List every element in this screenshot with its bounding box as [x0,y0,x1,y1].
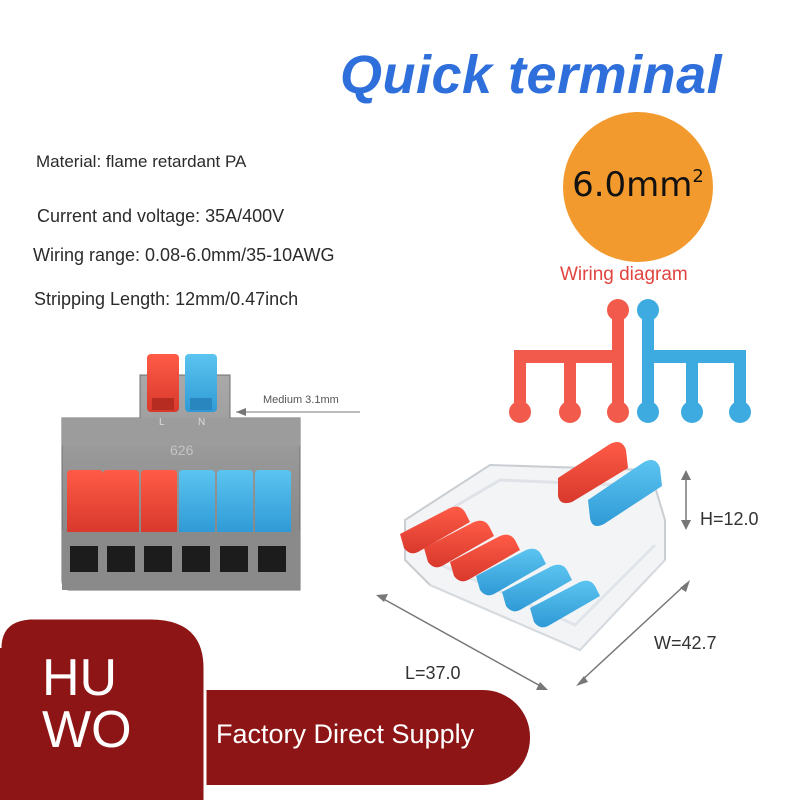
diagram-blue-branch [637,299,751,423]
brand-logo-text: HU WO [42,652,172,756]
angled-lever-blue-3 [530,580,600,628]
angled-lever-red-1 [400,506,470,554]
front-lever-red-3 [141,470,177,532]
rear-lever-blue [588,460,662,526]
size-unit-sup: 2 [692,166,704,187]
front-lever-blue-2 [217,470,253,532]
top-lever-red [147,354,179,412]
size-badge [563,112,713,262]
lever-label-l: L [159,417,165,428]
length-arrow [376,594,548,690]
rear-lever-red [558,442,628,504]
medium-arrow [236,408,360,416]
width-arrow [576,580,690,686]
wiring-diagram [509,299,751,423]
spec-material: Material: flame retardant PA [36,152,247,171]
angled-lever-blue-2 [502,564,572,612]
spec-stripping-length: Stripping Length: 12mm/0.47inch [34,289,299,309]
spec-current-voltage: Current and voltage: 35A/400V [37,206,285,226]
wire-holes [70,546,286,572]
angled-lever-red-2 [424,520,494,568]
dimension-length: L=37.0 [405,663,461,683]
lever-label-n: N [198,417,205,428]
front-lever-blue-3 [255,470,291,532]
angled-lever-red-3 [450,534,520,582]
spec-wiring-range: Wiring range: 0.08-6.0mm/35-10AWG [33,245,335,265]
tagline-pill [150,690,530,785]
wiring-diagram-label: Wiring diagram [560,264,688,285]
front-lever-red-1 [67,470,103,532]
connector-3d-view [376,442,691,690]
page-title: Quick terminal [340,45,723,105]
top-lever-blue [185,354,217,412]
height-arrow [681,470,691,530]
angled-lever-blue-1 [476,548,546,596]
size-badge-text: 6.0mm2 [563,165,713,205]
dimension-height: H=12.0 [700,509,759,529]
medium-annotation: Medium 3.1mm [263,394,339,406]
front-lever-red-2 [103,470,139,532]
front-lever-blue-1 [179,470,215,532]
brand-line-1: HU [42,649,118,707]
brand-block [0,618,205,800]
size-value: 6.0mm [572,165,693,205]
dimension-width: W=42.7 [654,633,717,653]
model-mark: 626 [170,442,194,458]
connector-front-view: L N 626 [61,354,360,591]
diagram-red-branch [509,299,629,423]
tagline: Factory Direct Supply [216,719,475,749]
brand-line-2: WO [42,701,132,759]
bottom-banner [0,616,530,800]
